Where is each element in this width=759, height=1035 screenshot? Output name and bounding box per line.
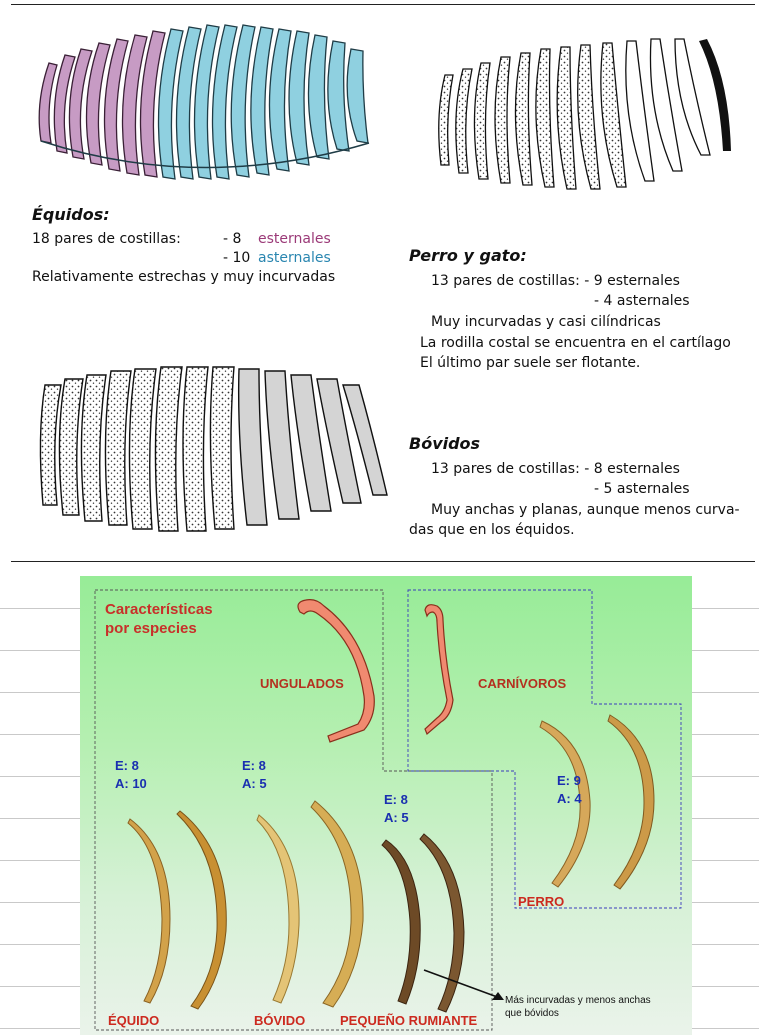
bovido-label: BÓVIDO xyxy=(254,1013,306,1028)
note-line1: Más incurvadas y menos anchas xyxy=(505,995,651,1006)
carnivoros-label: CARNÍVOROS xyxy=(478,676,567,691)
dog-rib-photo xyxy=(539,714,655,890)
perro-line1: 13 pares de costillas: - 9 esternales xyxy=(431,273,680,289)
rumiante-label: PEQUEÑO RUMIANTE xyxy=(340,1013,478,1028)
bovine-rib-photo xyxy=(256,800,364,1008)
ungulados-label: UNGULADOS xyxy=(260,676,344,691)
carnivore-rib-diagram xyxy=(424,604,454,736)
bovidos-heading: Bóvidos xyxy=(409,434,481,453)
equidos-sternal-term: esternales xyxy=(258,231,331,247)
perro-counts: E: 9 A: 4 xyxy=(557,773,582,806)
top-panel: Équidos: 18 pares de costillas: - 8 este… xyxy=(11,4,755,562)
equine-ribcage-illustration xyxy=(38,24,370,180)
rumiante-counts: E: 8 A: 5 xyxy=(384,792,409,825)
equidos-line1-prefix: 18 pares de costillas: xyxy=(32,231,181,247)
equido-counts: E: 8 A: 10 xyxy=(115,758,147,791)
annotation-arrow xyxy=(423,969,504,1000)
perro-line5: El último par suele ser flotante. xyxy=(420,355,641,371)
note-line2: que bóvidos xyxy=(505,1008,559,1019)
equido-label: ÉQUIDO xyxy=(108,1013,160,1028)
comparison-note: Más incurvadas y menos anchas que bóvido… xyxy=(505,994,651,1020)
dog-ribcage-illustration xyxy=(438,38,731,190)
bovidos-line4: das que en los équidos. xyxy=(409,522,575,538)
bovidos-line3: Muy anchas y planas, aunque menos curva- xyxy=(431,502,740,518)
perro-heading: Perro y gato: xyxy=(409,246,527,265)
equidos-line2-count: - 10 xyxy=(223,250,251,266)
ungulate-rib-diagram xyxy=(297,599,375,743)
species-slide: Características por especies UNGULADOS C… xyxy=(80,576,692,1035)
bovidos-line1: 13 pares de costillas: - 8 esternales xyxy=(431,461,680,477)
group-outlines xyxy=(94,589,682,1031)
slide-title-line2: por especies xyxy=(105,620,197,637)
bovine-ribcage-illustration xyxy=(39,366,388,532)
perro-line3: Muy incurvadas y casi cilíndricas xyxy=(431,314,661,330)
bovidos-line2: - 5 asternales xyxy=(594,481,690,497)
perro-label: PERRO xyxy=(518,894,565,909)
bovido-counts: E: 8 A: 5 xyxy=(242,758,267,791)
perro-line2: - 4 asternales xyxy=(594,293,690,309)
perro-line4: La rodilla costal se encuentra en el car… xyxy=(420,335,731,351)
equidos-line1-count: - 8 xyxy=(223,231,242,247)
slide-title-line1: Características xyxy=(105,601,213,618)
equidos-asternal-term: asternales xyxy=(258,250,331,266)
equidos-line3: Relativamente estrechas y muy incurvadas xyxy=(32,269,336,285)
equine-rib-photo xyxy=(127,810,227,1010)
equidos-heading: Équidos: xyxy=(32,205,110,224)
small-ruminant-rib-photo xyxy=(381,833,465,1013)
